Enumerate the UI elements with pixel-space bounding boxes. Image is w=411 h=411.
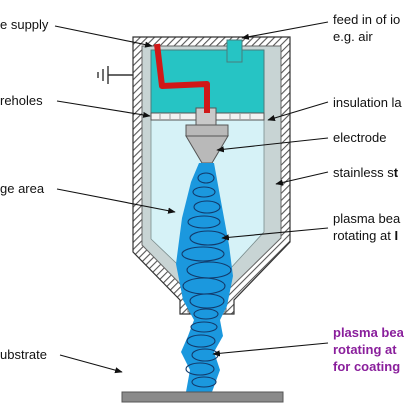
feed-label-line1: feed in of io (333, 12, 401, 27)
stainless-label-prefix: stainless s (333, 165, 394, 180)
arrow-electrode (216, 137, 329, 153)
borehole-marks (159, 114, 251, 119)
stainless-steel-label: stainless st (333, 165, 398, 181)
power-wire (154, 43, 210, 113)
arrow-feed (241, 21, 329, 40)
plasma-jet-swirl (185, 321, 219, 388)
coating-label-line3: for coating (333, 359, 401, 374)
insulation-label: insulation la (333, 95, 402, 110)
substrate-label: ubstrate (0, 347, 47, 362)
arrow-plasma (221, 227, 329, 241)
substrate (121, 391, 284, 403)
arrow-coating (212, 342, 329, 357)
arrow-insulation (267, 101, 329, 121)
plasma-label-line1: plasma bea (333, 211, 401, 226)
ground-icon (97, 66, 133, 84)
discharge-area-label: ge area (0, 181, 45, 196)
coating-label-line2: rotating at (333, 342, 397, 357)
pointer-lines (54, 21, 329, 374)
coating-label-line1: plasma bea (333, 325, 404, 340)
gas-inlet-tube (226, 39, 243, 63)
arrow-discharge (56, 188, 176, 214)
plasma-jet (181, 320, 223, 392)
arrow-supply (54, 25, 153, 48)
boreholes-label: reholes (0, 93, 43, 108)
stainless-label-bold: t (393, 165, 399, 180)
feed-label-line2: e.g. air (333, 29, 373, 44)
plasma-label-line2: rotating at I (333, 228, 398, 244)
plasma-line2-prefix: rotating at (333, 228, 395, 243)
arrow-substrate (59, 354, 123, 374)
arrow-stainless (275, 171, 329, 186)
electrode-label: electrode (333, 130, 387, 145)
supply-label: e supply (0, 17, 49, 32)
arrow-boreholes (56, 100, 151, 118)
plasma-line2-bold: I (394, 228, 399, 243)
